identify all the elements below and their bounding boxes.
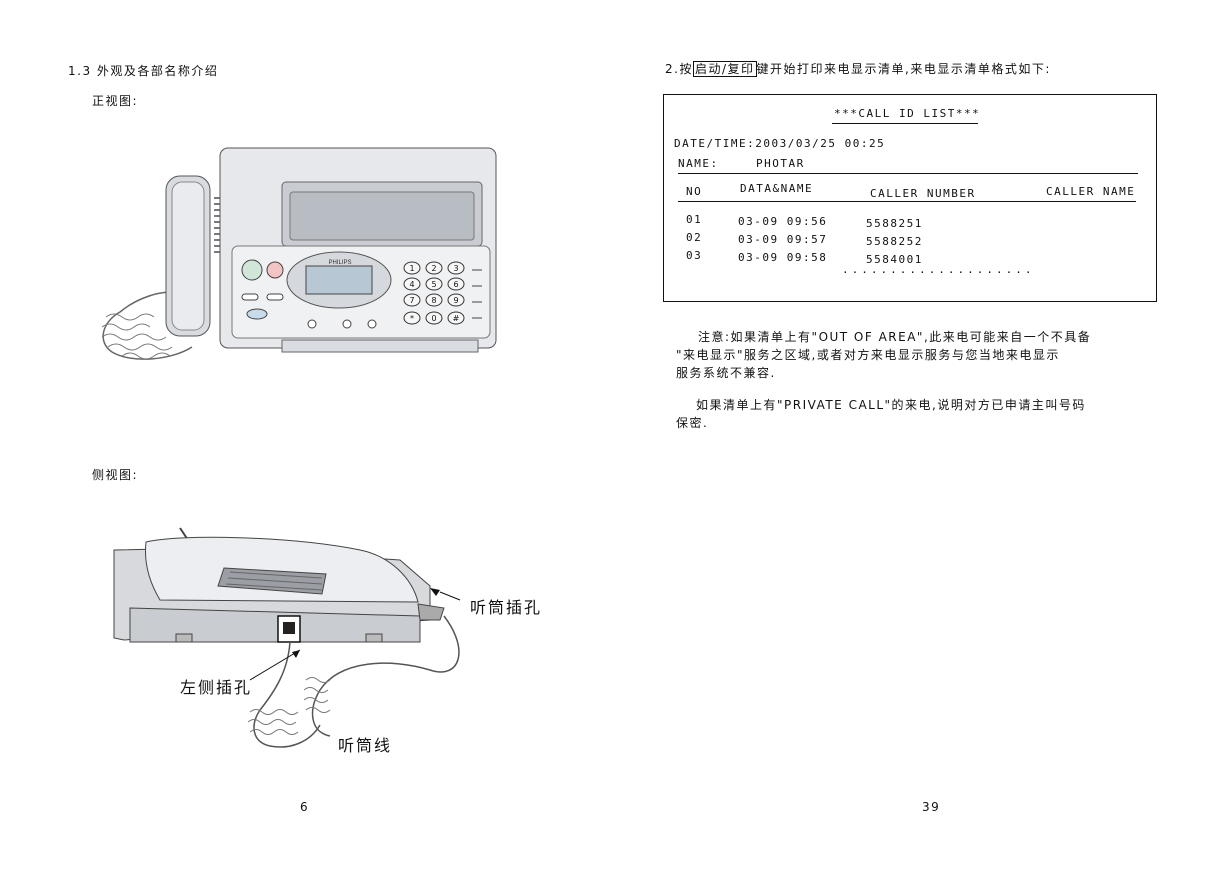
callout-left-jack: 左侧插孔 — [180, 678, 253, 697]
brand-label: PHILIPS — [328, 260, 351, 266]
note2-line2: 保密. — [676, 416, 709, 430]
start-copy-key: 启动/复印 — [692, 61, 757, 77]
note1-line2: "来电显示"服务之区域,或者对方来电显示服务与您当地来电显示 — [676, 348, 1060, 362]
table-row-no: 02 — [686, 231, 703, 244]
svg-text:5: 5 — [431, 280, 436, 289]
table-row-date: 03-09 09:56 — [738, 215, 828, 228]
table-row-date: 03-09 09:57 — [738, 233, 828, 246]
front-view-label: 正视图: — [92, 94, 139, 108]
table-row-no: 03 — [686, 249, 703, 262]
callout-handset-jack: 听筒插孔 — [470, 598, 543, 617]
step-instruction: 2.按启动/复印键开始打印来电显示清单,来电显示清单格式如下: — [665, 60, 1051, 77]
section-title: 1.3 外观及各部名称介绍 — [68, 64, 219, 78]
column-header-data-name: DATA&NAME — [740, 182, 814, 195]
column-header-caller-number: CALLER NUMBER — [870, 187, 976, 200]
column-header-no: NO — [686, 185, 703, 198]
svg-text:3: 3 — [453, 264, 458, 273]
table-row-date: 03-09 09:58 — [738, 251, 828, 264]
table-row-number: 5588252 — [866, 235, 923, 248]
table-row-number: 5588251 — [866, 217, 923, 230]
note2-line1: 如果清单上有"PRIVATE CALL"的来电,说明对方已申请主叫号码 — [696, 398, 1086, 412]
step-suffix: 键开始打印来电显示清单,来电显示清单格式如下: — [756, 62, 1051, 76]
page-number-right: 39 — [922, 800, 941, 814]
svg-text:7: 7 — [409, 296, 414, 305]
step-prefix: 2.按 — [665, 62, 693, 76]
side-view-label: 侧视图: — [92, 468, 139, 482]
svg-text:2: 2 — [431, 264, 436, 273]
svg-text:*: * — [410, 314, 414, 323]
call-list-dots: .................... — [842, 263, 1035, 276]
callout-handset-cord: 听筒线 — [338, 736, 393, 755]
fax-front-view-illustration: PHILIPS 1 2 3 4 5 6 7 8 9 * 0 # — [101, 147, 497, 360]
note1-line3: 服务系统不兼容. — [676, 366, 776, 380]
fax-side-view-illustration — [113, 527, 461, 748]
note1-line1: 注意:如果清单上有"OUT OF AREA",此来电可能来自一个不具备 — [698, 330, 1092, 344]
call-list-datetime: DATE/TIME:2003/03/25 00:25 — [674, 137, 886, 150]
svg-text:9: 9 — [453, 296, 458, 305]
call-id-list-sample: ***CALL ID LIST*** DATE/TIME:2003/03/25 … — [663, 94, 1157, 302]
table-row-no: 01 — [686, 213, 703, 226]
svg-text:1: 1 — [409, 264, 414, 273]
call-list-name-label: NAME: — [678, 157, 719, 170]
table-row-number: 5584001 — [866, 253, 923, 266]
page-number-left: 6 — [300, 800, 310, 814]
svg-text:4: 4 — [409, 280, 414, 289]
svg-text:0: 0 — [431, 314, 436, 323]
svg-text:#: # — [453, 314, 460, 323]
call-list-name-value: PHOTAR — [756, 157, 805, 170]
svg-text:8: 8 — [431, 296, 436, 305]
call-list-title: ***CALL ID LIST*** — [834, 107, 981, 120]
column-header-caller-name: CALLER NAME — [1046, 185, 1136, 198]
svg-text:6: 6 — [453, 280, 458, 289]
